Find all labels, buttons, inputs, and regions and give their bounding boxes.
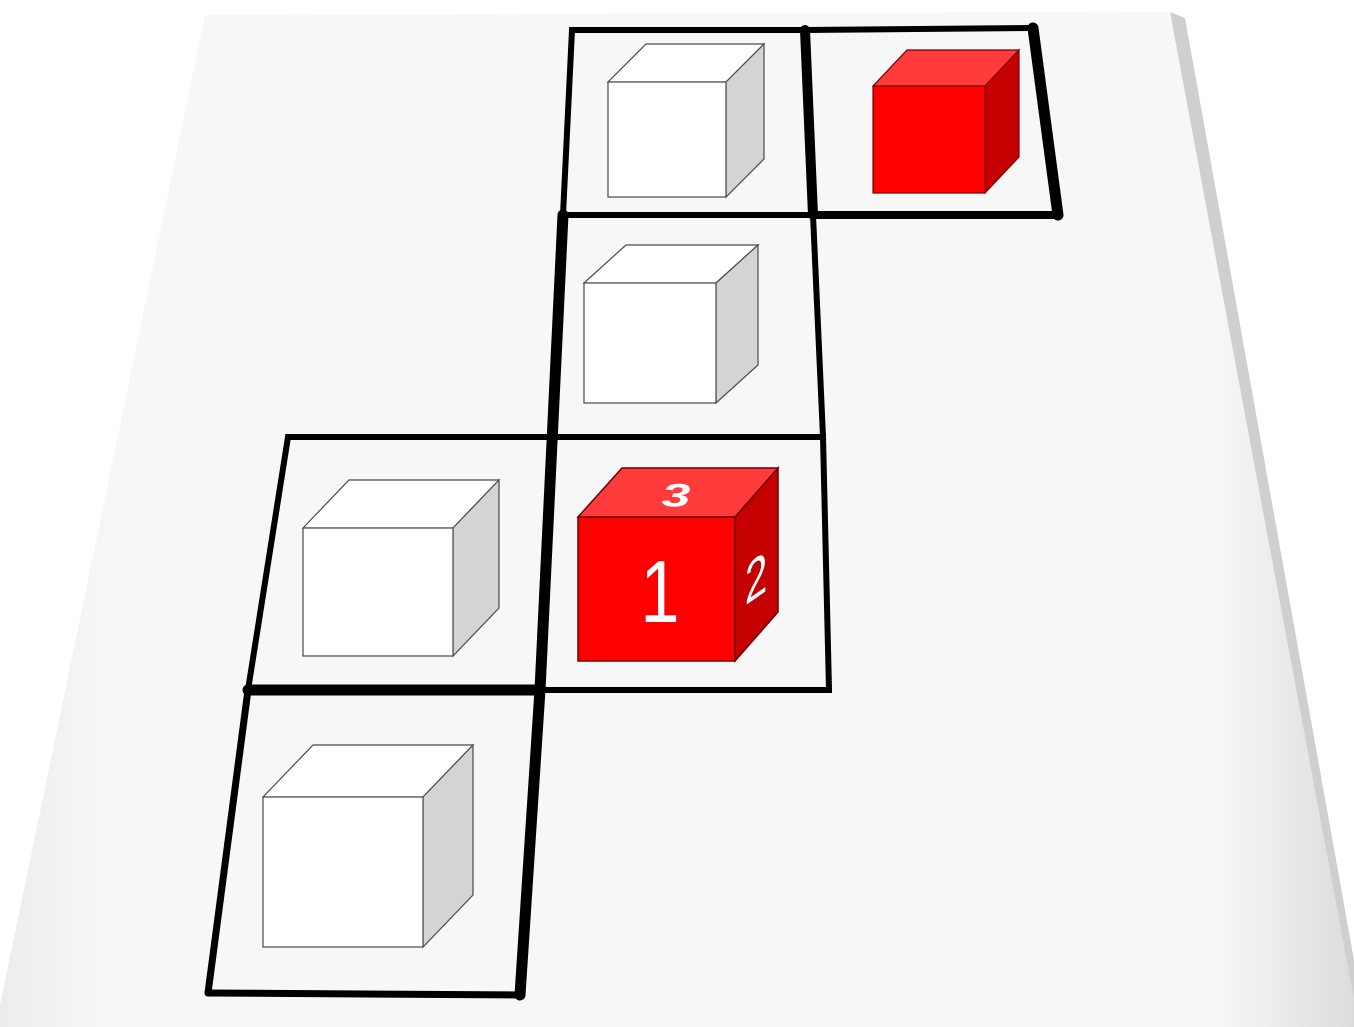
numbered-red-cube: 3 1 2 (578, 468, 778, 661)
cube-front-face (873, 86, 985, 193)
cube-bottom-left (263, 745, 473, 947)
cube-front-face (608, 82, 726, 197)
numbered-cube-front-label: 1 (640, 542, 679, 640)
cell-top-right-outline (805, 28, 1033, 30)
cube-front-face (303, 528, 453, 656)
cube-center-left (303, 480, 499, 656)
cube-top-left (608, 44, 764, 197)
numbered-cube-top-label: 3 (662, 478, 691, 514)
cube-upper-middle (584, 245, 758, 403)
cell-bottom-left-bottom (208, 993, 520, 995)
cube-front-face (263, 797, 423, 947)
cube-front-face (584, 283, 716, 403)
cube-top-right (873, 50, 1019, 193)
